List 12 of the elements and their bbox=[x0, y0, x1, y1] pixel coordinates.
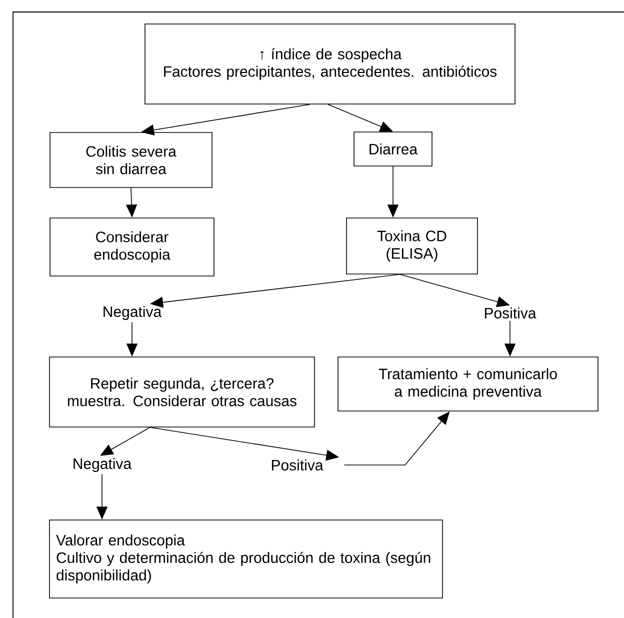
process-box: Valorar endoscopia Cultivo y determinación de producción de toxina (según disponibilidad) bbox=[49, 520, 443, 598]
process-box: Toxina CD (ELISA) bbox=[346, 218, 478, 274]
process-box: Diarrea bbox=[354, 132, 432, 166]
process-box: Tratamiento + comunicarlo a medicina preventiva bbox=[338, 356, 598, 412]
process-box: Considerar endoscopia bbox=[50, 218, 214, 276]
process-box: Repetir segunda, ¿tercera? muestra. Considerar otras causas bbox=[49, 356, 315, 428]
outcome-label: Negativa bbox=[74, 458, 132, 472]
process-box: Colitis severa sin diarrea bbox=[50, 132, 212, 188]
process-box: ↑ índice de sospecha Factores precipitantes, antecedentes. antibióticos bbox=[144, 24, 516, 104]
outcome-label: Negativa bbox=[104, 306, 162, 320]
outcome-label: Positiva bbox=[272, 459, 324, 470]
outcome-label: Positiva bbox=[484, 308, 536, 318]
